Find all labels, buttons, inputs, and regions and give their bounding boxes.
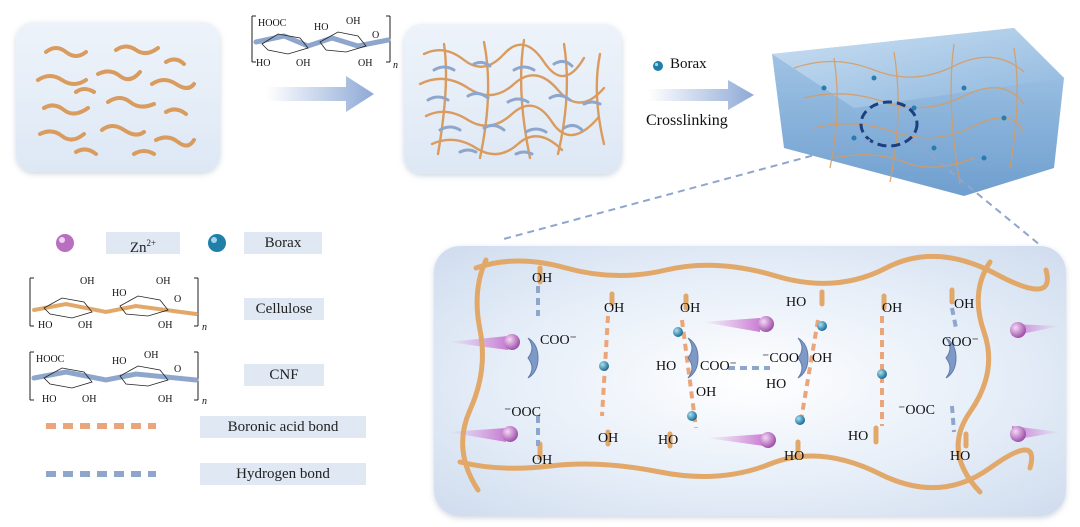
legend-borax-label: Borax <box>244 232 322 254</box>
cnf-hooc-label: HOOC <box>258 18 287 29</box>
hydrogel-block <box>772 28 1064 196</box>
mixed-fibers-panel <box>404 24 622 174</box>
detail-minus-ooc-2: ⁻OOC <box>898 403 935 418</box>
legend-cnf-o: O <box>174 364 181 375</box>
zn-superscript: 2+ <box>146 238 157 248</box>
legend-zn-label: Zn2+ <box>106 232 180 256</box>
detail-coo-minus-2: COO⁻ <box>700 359 737 374</box>
detail-ho-3: HO <box>766 377 786 392</box>
detail-minus-coo: ⁻COO <box>762 351 799 366</box>
cnf-ho-label-2: HO <box>256 58 270 69</box>
detail-coo-minus-1: COO⁻ <box>540 333 577 348</box>
legend-cnf-hooc: HOOC <box>36 354 65 365</box>
cnf-oh-label: OH <box>346 16 360 27</box>
cnf-oh-label-2: OH <box>296 58 310 69</box>
detail-oh-8: OH <box>598 431 618 446</box>
crosslinking-arrow-icon <box>648 80 754 110</box>
hydrogen-bond-swatch <box>46 471 156 477</box>
cellulose-n: n <box>202 322 207 333</box>
legend-boronic-label: Boronic acid bond <box>200 416 366 438</box>
borax-ion-icon <box>208 234 226 252</box>
cellulose-oh-3: OH <box>78 320 92 331</box>
legend-cnf-oh-1: OH <box>144 350 158 361</box>
detail-oh-9: OH <box>532 453 552 468</box>
legend-cnf-label: CNF <box>244 364 324 386</box>
cnf-formula-legend: HOOC HO OH HO OH OH O n <box>29 350 207 407</box>
zn-ion-icon <box>56 234 74 252</box>
cellulose-oh-4: OH <box>158 320 172 331</box>
legend-cnf-ho: HO <box>112 356 126 367</box>
legend-hydrogen-label: Hydrogen bond <box>200 463 366 485</box>
cnf-n-label: n <box>393 60 398 71</box>
legend-cellulose-label: Cellulose <box>244 298 324 320</box>
legend-cnf-oh-3: OH <box>158 394 172 405</box>
cnf-ho-label: HO <box>314 22 328 33</box>
cellulose-oh-2: OH <box>156 276 170 287</box>
legend-cnf-ho-2: HO <box>42 394 56 405</box>
detail-coo-minus-3: COO⁻ <box>942 335 979 350</box>
detail-minus-ooc-1: ⁻OOC <box>504 405 541 420</box>
borax-top-label: Borax <box>670 56 707 72</box>
borax-dot-icon <box>653 61 663 71</box>
detail-ho-4: HO <box>658 433 678 448</box>
detail-oh-6: OH <box>812 351 832 366</box>
cellulose-ho-1: HO <box>112 288 126 299</box>
legend-cnf-n: n <box>202 396 207 407</box>
cellulose-fibers-drawing <box>36 44 196 156</box>
detail-ho-5: HO <box>784 449 804 464</box>
detail-ho-2: HO <box>656 359 676 374</box>
zn-text: Zn <box>129 240 147 256</box>
detail-oh-2: OH <box>604 301 624 316</box>
crosslink-network-drawing: OH OH OH HO OH OH COO⁻ HO COO⁻ ⁻COO OH H… <box>448 253 1060 495</box>
cellulose-ho-2: HO <box>38 320 52 331</box>
mixed-fibers-drawing <box>418 38 606 160</box>
cnf-o-label: O <box>372 30 379 41</box>
cellulose-o-1: O <box>174 294 181 305</box>
detail-ho-6: HO <box>848 429 868 444</box>
cnf-oh-label-3: OH <box>358 58 372 69</box>
arrow-right-icon <box>266 76 374 112</box>
detail-ho-7: HO <box>950 449 970 464</box>
detail-ho-1: HO <box>786 295 806 310</box>
legend-cnf-oh-2: OH <box>82 394 96 405</box>
cellulose-formula: OH OH HO HO OH OH O n <box>29 276 207 333</box>
cellulose-oh-1: OH <box>80 276 94 287</box>
crosslinking-label: Crosslinking <box>646 112 728 129</box>
detail-oh-5: OH <box>954 297 974 312</box>
cnf-formula-top: HOOC HO OH HO OH OH O n <box>251 15 398 71</box>
detail-oh-7: OH <box>696 385 716 400</box>
detail-oh-3: OH <box>680 301 700 316</box>
detail-oh-1: OH <box>532 271 552 286</box>
boronic-bond-swatch <box>46 423 156 429</box>
detail-oh-4: OH <box>882 301 902 316</box>
cellulose-fibers-panel <box>16 22 220 172</box>
